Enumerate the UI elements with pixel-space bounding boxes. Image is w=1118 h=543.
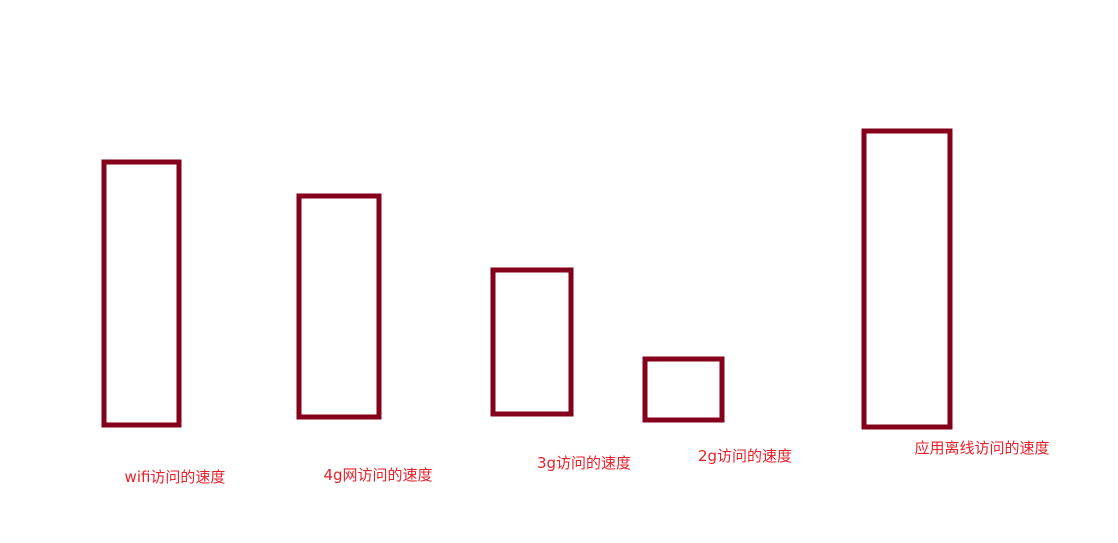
category-label-2: 4g网访问的速度 [323, 466, 432, 484]
bar-group [101, 128, 953, 430]
category-label-4: 2g访问的速度 [698, 447, 792, 465]
category-label-group: wifi访问的速度 4g网访问的速度 3g访问的速度 2g访问的速度 应用离线访问的速度 [125, 439, 1050, 486]
bar-1 [101, 159, 182, 428]
category-label-5: 应用离线访问的速度 [914, 439, 1049, 457]
bar-4 [642, 356, 725, 423]
bar-2 [296, 193, 382, 420]
bar-5 [861, 128, 953, 430]
category-label-3: 3g访问的速度 [537, 454, 631, 472]
category-label-1: wifi访问的速度 [125, 468, 226, 486]
bar-3 [490, 267, 574, 417]
